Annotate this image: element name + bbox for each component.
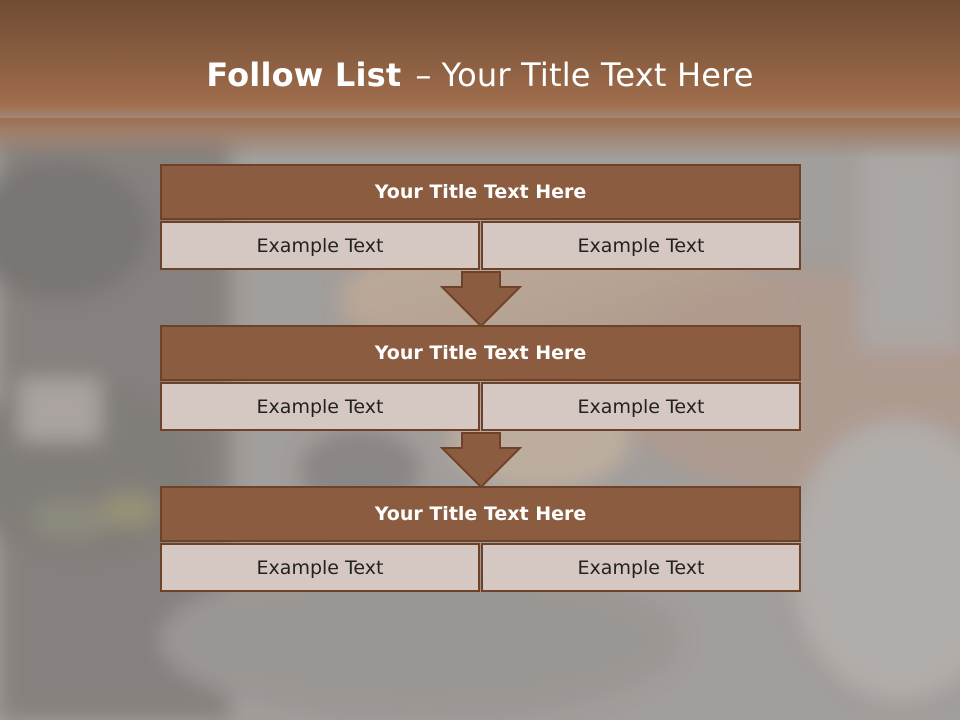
title-band-fade (0, 118, 960, 158)
title-rest: Your Title Text Here (441, 56, 754, 94)
title-bold: Follow List (206, 56, 402, 94)
step-row: Example Text Example Text (160, 543, 801, 592)
step-title: Your Title Text Here (160, 486, 801, 542)
step-title: Your Title Text Here (160, 164, 801, 220)
down-arrow-icon (440, 271, 522, 328)
step-cell-right: Example Text (481, 543, 801, 592)
step-block-3: Your Title Text Here Example Text Exampl… (160, 486, 801, 592)
step-cell-right: Example Text (481, 221, 801, 270)
step-block-2: Your Title Text Here Example Text Exampl… (160, 325, 801, 431)
step-row: Example Text Example Text (160, 221, 801, 270)
step-cell-left: Example Text (160, 221, 480, 270)
step-cell-left: Example Text (160, 382, 480, 431)
down-arrow-icon (440, 432, 522, 489)
step-block-1: Your Title Text Here Example Text Exampl… (160, 164, 801, 270)
slide-title: Follow List–Your Title Text Here (0, 56, 960, 94)
step-cell-right: Example Text (481, 382, 801, 431)
step-row: Example Text Example Text (160, 382, 801, 431)
step-title: Your Title Text Here (160, 325, 801, 381)
title-dash: – (415, 56, 432, 94)
title-band (0, 0, 960, 130)
step-cell-left: Example Text (160, 543, 480, 592)
